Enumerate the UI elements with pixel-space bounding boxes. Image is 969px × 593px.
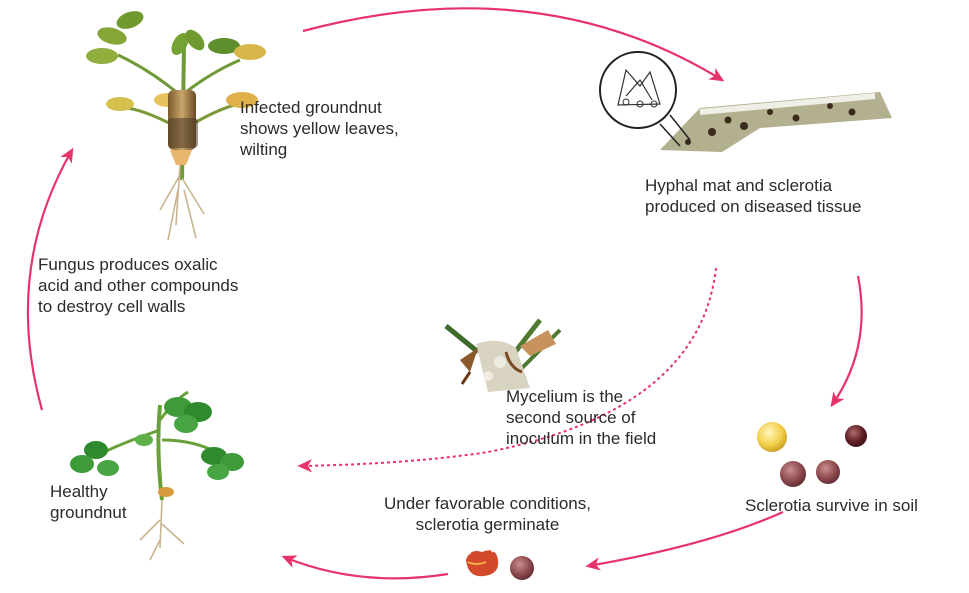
label-infected-groundnut: Infected groundnut shows yellow leaves, …: [240, 97, 399, 160]
arrow-hyphal-to-sclerotia: [832, 276, 862, 405]
label-line: second source of: [506, 407, 656, 428]
label-line: wilting: [240, 139, 399, 160]
label-sclerotia-germinate: Under favorable conditions, sclerotia ge…: [384, 493, 591, 535]
wilting-peanut-plant-icon: [86, 8, 266, 240]
label-line: produced on diseased tissue: [645, 196, 861, 217]
label-line: Fungus produces oxalic: [38, 254, 238, 275]
arrow-germinate-to-healthy: [284, 557, 448, 578]
label-line: Healthy: [50, 481, 127, 502]
label-line: Hyphal mat and sclerotia: [645, 175, 861, 196]
label-fungus-oxalic: Fungus produces oxalic acid and other co…: [38, 254, 238, 317]
label-line: Infected groundnut: [240, 97, 399, 118]
label-line: inoculum in the field: [506, 428, 656, 449]
label-line: Sclerotia survive in soil: [745, 495, 918, 516]
germinating-sclerotia-icon: [464, 540, 534, 580]
label-mycelium: Mycelium is the second source of inoculu…: [506, 386, 656, 449]
label-line: Under favorable conditions,: [384, 493, 591, 514]
mycelium-stem-icon: [446, 320, 560, 392]
sclerotia-icon: [757, 422, 867, 487]
label-line: Mycelium is the: [506, 386, 656, 407]
label-line: to destroy cell walls: [38, 296, 238, 317]
label-sclerotia-survive: Sclerotia survive in soil: [745, 495, 918, 516]
label-line: shows yellow leaves,: [240, 118, 399, 139]
label-line: sclerotia germinate: [384, 514, 591, 535]
label-healthy-groundnut: Healthy groundnut: [50, 481, 127, 523]
healthy-peanut-plant-icon: [70, 392, 244, 560]
label-hyphal-mat: Hyphal mat and sclerotia produced on dis…: [645, 175, 861, 217]
label-line: groundnut: [50, 502, 127, 523]
diseased-stem-icon: [600, 52, 892, 152]
label-line: acid and other compounds: [38, 275, 238, 296]
arrow-sclerotia-to-germinate: [588, 512, 783, 566]
